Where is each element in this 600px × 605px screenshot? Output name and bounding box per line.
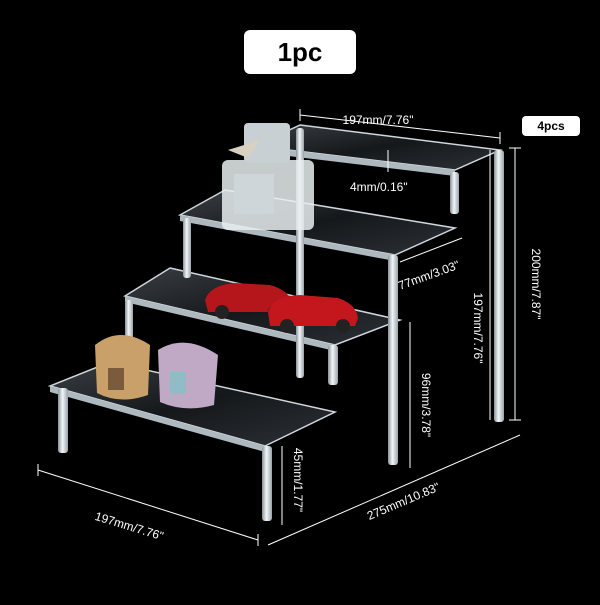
label-total-height: 200mm/7.87"	[529, 249, 543, 320]
label-step-depth: 77mm/3.03"	[396, 258, 461, 293]
label-thickness: 4mm/0.16"	[350, 180, 408, 194]
figurine-house-image	[95, 335, 150, 400]
label-leg-height: 197mm/7.76"	[471, 293, 485, 364]
legs-quantity-badge: 4pcs	[522, 116, 580, 136]
support-legs	[58, 128, 504, 521]
shelf-tier-3	[177, 189, 458, 261]
quantity-badge: 1pc	[244, 30, 356, 74]
figurine-house-image	[158, 342, 218, 409]
label-short-height: 45mm/1.77"	[291, 448, 305, 512]
label-front-width: 197mm/7.76"	[93, 509, 165, 543]
dimension-guides	[37, 109, 521, 546]
label-mid-height: 96mm/3.78"	[419, 373, 433, 437]
toy-car-image	[268, 295, 358, 333]
perfume-bottle-image	[222, 123, 314, 230]
label-top-width: 197mm/7.76"	[343, 113, 414, 127]
